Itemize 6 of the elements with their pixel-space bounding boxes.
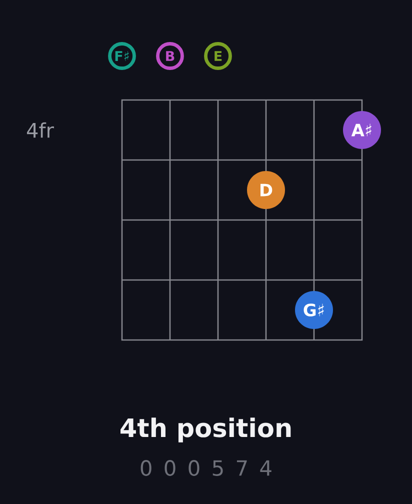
note-ring: E	[204, 42, 232, 70]
title: 4th position	[120, 418, 291, 442]
note-ring: B	[156, 42, 184, 70]
fret-number: 4fr	[26, 122, 54, 138]
note-ring: F♯	[108, 42, 136, 70]
fingering-text: 0 0 0 5 7 4	[140, 460, 272, 476]
